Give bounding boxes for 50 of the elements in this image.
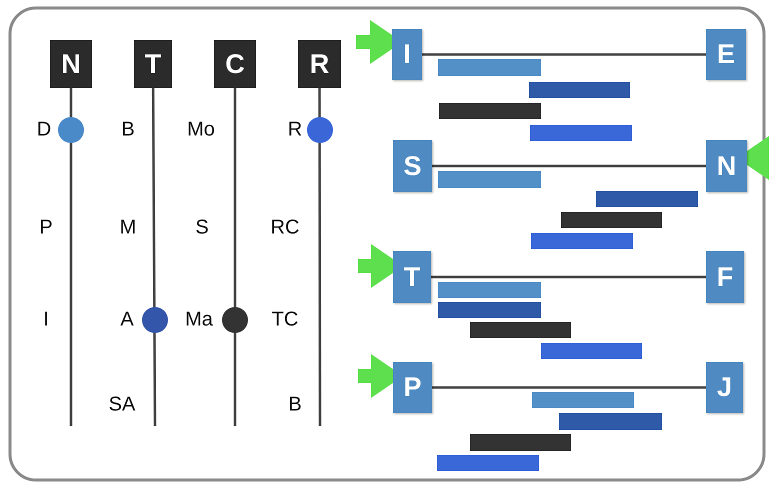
item-label: Mo bbox=[187, 118, 215, 142]
header-box: T bbox=[134, 40, 172, 88]
item-label: SA bbox=[108, 394, 136, 416]
step-box: S bbox=[393, 140, 432, 192]
step-box: I bbox=[392, 29, 422, 80]
item-label: B bbox=[121, 118, 135, 142]
timeline-bar bbox=[470, 322, 571, 338]
step-box: T bbox=[393, 251, 431, 303]
connector-line bbox=[422, 53, 706, 56]
timeline-bar bbox=[438, 59, 541, 76]
timeline-bar bbox=[438, 282, 541, 298]
header-box: N bbox=[50, 40, 92, 88]
header-box: R bbox=[298, 40, 341, 88]
timeline-bar bbox=[439, 103, 541, 119]
item-label: P bbox=[39, 216, 53, 240]
item-label: S bbox=[195, 216, 209, 240]
connector-line bbox=[152, 88, 156, 426]
timeline-bar bbox=[531, 233, 633, 249]
item-label: RC bbox=[270, 216, 300, 240]
timeline-bar bbox=[559, 413, 662, 430]
timeline-bar bbox=[438, 302, 541, 318]
connector-line bbox=[432, 386, 706, 389]
timeline-bar bbox=[438, 171, 541, 188]
item-label: R bbox=[288, 118, 302, 142]
connector-line bbox=[70, 88, 72, 426]
timeline-bar bbox=[561, 212, 662, 228]
item-label: I bbox=[43, 308, 49, 332]
item-label: TC bbox=[272, 308, 298, 332]
connector-line bbox=[431, 276, 706, 278]
connector-line bbox=[234, 88, 236, 426]
step-box: J bbox=[706, 362, 743, 413]
step-box: N bbox=[706, 140, 747, 192]
timeline-bar bbox=[532, 392, 634, 408]
item-label: Ma bbox=[185, 308, 213, 332]
header-box: C bbox=[214, 40, 256, 88]
timeline-bar bbox=[437, 455, 539, 471]
timeline-bar bbox=[530, 125, 632, 141]
timeline-bar bbox=[596, 191, 698, 207]
step-box: P bbox=[393, 362, 432, 413]
step-box: E bbox=[706, 29, 746, 80]
connector-line bbox=[318, 88, 322, 426]
step-box: F bbox=[706, 251, 744, 303]
item-label: D bbox=[36, 118, 52, 142]
item-label: M bbox=[120, 216, 136, 240]
timeline-bar bbox=[529, 82, 630, 98]
connector-line bbox=[432, 164, 706, 168]
item-label: B bbox=[288, 394, 302, 416]
timeline-bar bbox=[541, 343, 642, 359]
item-label: A bbox=[120, 308, 134, 332]
timeline-bar bbox=[470, 434, 571, 451]
